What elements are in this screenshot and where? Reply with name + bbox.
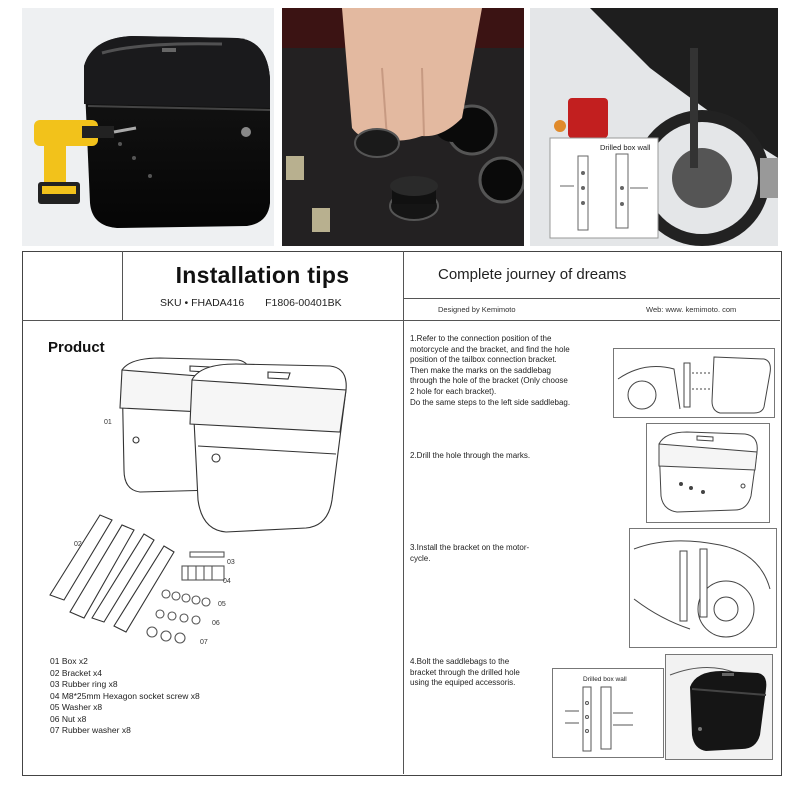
website: Web: www. kemimoto. com (646, 305, 737, 314)
step-4-bracket-label: Drilled box wall (583, 676, 627, 683)
step-1-diagram (613, 348, 775, 418)
product-heading: Product (48, 339, 105, 356)
callout-02: 02 (74, 541, 82, 548)
cordless-drill-icon (34, 120, 137, 204)
model-number: F1806-00401BK (265, 297, 342, 309)
lock-icon (241, 127, 251, 137)
header-divider (22, 320, 780, 321)
designed-by: Designed by Kemimoto (438, 305, 516, 314)
step-3-diagram (629, 528, 777, 648)
sku: SKU • FHADA416 (160, 297, 245, 309)
callout-01: 01 (104, 419, 112, 426)
parts-list-item: 03 Rubber ring x8 (50, 679, 118, 689)
photo-saddlebag-drilling (22, 8, 274, 246)
step-4-photo-diagram (665, 654, 773, 760)
parts-list: 01 Box x2 02 Bracket x4 03 Rubber ring x… (50, 656, 200, 737)
callout-06: 06 (212, 620, 220, 627)
photo-bracket-installed: Drilled box wall (530, 8, 778, 246)
sku-line: SKU • FHADA416 F1806-00401BK (160, 297, 400, 309)
page-title: Installation tips (175, 262, 350, 288)
step-4-text: 4.Bolt the saddlebags to the bracket thr… (410, 657, 520, 688)
header-divider-left (122, 251, 123, 320)
callout-04: 04 (223, 578, 231, 585)
step-2-text: 2.Drill the hole through the marks. (410, 451, 531, 460)
step-2-diagram (646, 423, 770, 523)
product-drawing (49, 357, 347, 644)
step-3-text: 3.Install the bracket on the motor- cycl… (410, 543, 530, 563)
parts-list-item: 05 Washer x8 (50, 702, 103, 712)
slogan: Complete journey of dreams (438, 266, 627, 283)
callout-03: 03 (227, 559, 235, 566)
parts-list-item: 07 Rubber washer x8 (50, 725, 131, 735)
callout-07: 07 (200, 639, 208, 646)
parts-list-item: 04 M8*25mm Hexagon socket screw x8 (50, 690, 200, 701)
step-4-bracket-diagram: Drilled box wall (552, 668, 664, 758)
header-divider-mid (403, 251, 404, 320)
step-1-text: 1.Refer to the connection position of th… (410, 334, 571, 407)
header-divider-right (403, 298, 780, 299)
parts-list-item: 01 Box x2 (50, 656, 88, 666)
parts-list-item: 02 Bracket x4 (50, 667, 102, 678)
parts-list-item: 06 Nut x8 (50, 713, 87, 724)
body-divider (403, 320, 404, 774)
photo-rubber-rings (282, 8, 524, 246)
bracket-label: Drilled box wall (600, 143, 651, 152)
callout-05: 05 (218, 601, 226, 608)
